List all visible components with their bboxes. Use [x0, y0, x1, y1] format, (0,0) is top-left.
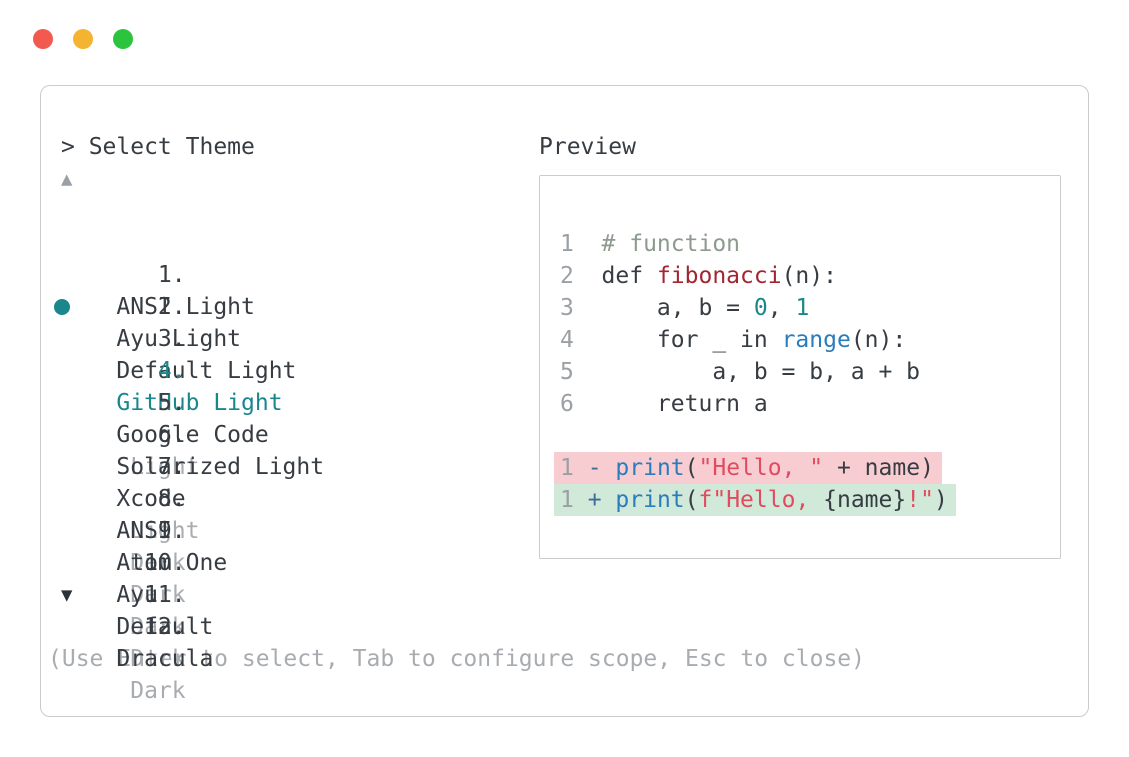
theme-item-name: Atom One [116, 550, 228, 576]
close-button[interactable] [33, 29, 53, 49]
window-controls [33, 29, 133, 49]
code-line: 1 # function [560, 231, 741, 257]
selected-indicator-icon [54, 299, 70, 315]
theme-list-item[interactable]: 7. Xcode Light [61, 387, 539, 544]
theme-item-variant: Dark [116, 678, 186, 704]
line-number: 1 [560, 455, 588, 481]
code-line: 3 a, b = 0, 1 [560, 295, 810, 321]
theme-item-name: Solarized Light [116, 454, 325, 480]
theme-item-name: ANSI [116, 518, 172, 544]
select-theme-prompt: > Select Theme [61, 134, 255, 160]
minimize-button[interactable] [73, 29, 93, 49]
theme-item-name: Ayu [116, 582, 158, 608]
theme-item-number: 5. [116, 390, 200, 416]
line-number: 4 [560, 327, 602, 353]
diff-added-line: 1 + print(f"Hello, {name}!") [554, 484, 1060, 516]
theme-item-variant: Light [116, 518, 200, 544]
theme-item-number: 8. [116, 486, 200, 512]
theme-item-name: Default [116, 614, 214, 640]
theme-item-name: Xcode [116, 486, 186, 512]
left-pane: > Select Theme ▲ 1. ANSI Light 2. Ayu Li… [54, 131, 539, 704]
theme-item-number: 2. [116, 294, 200, 320]
code-line: 6 return a [560, 391, 768, 417]
theme-item-number: 3. [116, 326, 200, 352]
theme-item-variant: Dark [116, 614, 186, 640]
theme-item-name: GitHub Light [116, 390, 283, 416]
theme-item-number: 1. [116, 262, 200, 288]
theme-item-number: 10. [116, 550, 200, 576]
line-number: 1 [560, 231, 602, 257]
dialog-content: > Select Theme ▲ 1. ANSI Light 2. Ayu Li… [54, 131, 1068, 704]
code-line: 2 def fibonacci(n): [560, 263, 837, 289]
scroll-up-button[interactable]: ▲ [61, 168, 73, 190]
theme-list-item[interactable]: 8. ANSI Dark [61, 419, 539, 576]
code-line: 5 a, b = b, a + b [560, 359, 921, 385]
theme-list-item[interactable]: 12. Dracula Dark [61, 547, 539, 704]
theme-list: 1. ANSI Light 2. Ayu Light 3. Default Li… [54, 195, 539, 704]
theme-list-item[interactable]: 4. GitHub Light [54, 291, 539, 416]
code-preview: 1 # function 2 def fibonacci(n): 3 a, b = … [539, 175, 1061, 559]
theme-list-item[interactable]: 6. Solarized Light [61, 355, 539, 480]
theme-item-number: 11. [116, 582, 200, 608]
theme-item-variant: Light [116, 454, 200, 480]
theme-item-name: Dracula [116, 646, 214, 672]
theme-list-item[interactable]: 1. ANSI Light [61, 195, 539, 320]
theme-item-number: 4. [116, 358, 200, 384]
theme-item-number: 12. [116, 614, 200, 640]
diff-removed-line: 1 - print("Hello, " + name) [554, 452, 1060, 484]
keyboard-hints: (Use Enter to select, Tab to configure s… [48, 646, 865, 672]
line-number: 1 [560, 487, 588, 513]
right-pane: Preview 1 # function 2 def fibonacci(n): 3… [539, 131, 1068, 611]
scroll-down-button[interactable]: ▼ [61, 584, 73, 606]
line-number: 5 [560, 359, 602, 385]
theme-picker-dialog: > Select Theme ▲ 1. ANSI Light 2. Ayu Li… [40, 85, 1089, 717]
code-line: 4 for _ in range(n): [560, 327, 907, 353]
theme-item-number: 6. [116, 422, 200, 448]
line-number: 3 [560, 295, 602, 321]
code-line [560, 420, 1060, 452]
code-lines: 1 # function 2 def fibonacci(n): 3 a, b = … [554, 228, 1060, 516]
theme-list-item[interactable]: 9. Atom One Dark [61, 451, 539, 608]
zoom-button[interactable] [113, 29, 133, 49]
theme-item-name: ANSI Light [116, 294, 255, 320]
line-number: 6 [560, 391, 602, 417]
line-number: 2 [560, 263, 602, 289]
theme-list-item[interactable]: 11. Default Dark [61, 515, 539, 672]
preview-heading: Preview [539, 134, 636, 160]
theme-item-name: Default Light [116, 358, 297, 384]
theme-item-name: Google Code [116, 422, 269, 448]
theme-item-variant: Dark [116, 646, 186, 672]
theme-list-item[interactable]: 10. Ayu Dark [61, 483, 539, 640]
theme-item-number: 7. [116, 454, 200, 480]
theme-list-item[interactable]: 3. Default Light [61, 259, 539, 384]
theme-item-number: 9. [116, 518, 200, 544]
theme-item-name: Ayu Light [116, 326, 242, 352]
theme-list-item[interactable]: 2. Ayu Light [61, 227, 539, 352]
theme-list-item[interactable]: 5. Google Code Light [61, 323, 539, 480]
theme-item-variant: Dark [116, 550, 186, 576]
theme-item-variant: Dark [116, 582, 186, 608]
